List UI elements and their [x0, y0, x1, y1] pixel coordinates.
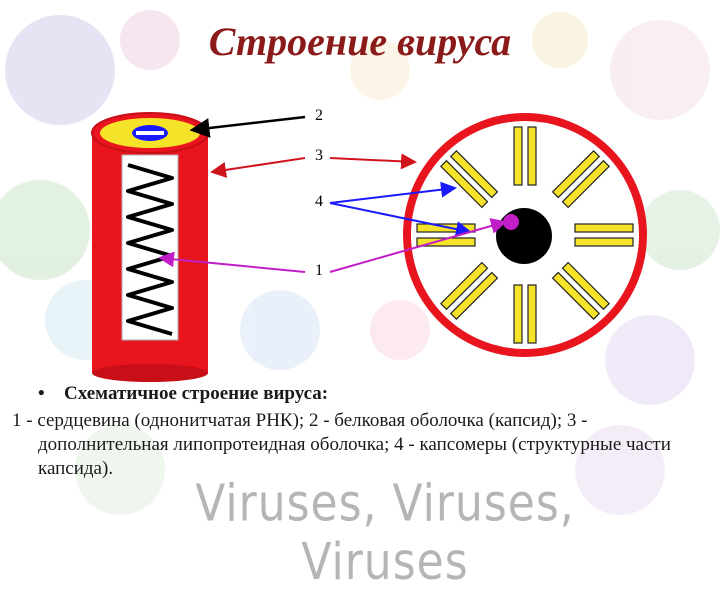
capsomere: [440, 159, 489, 209]
capsomere: [449, 150, 499, 199]
virus-core: [496, 208, 552, 264]
slide-caption: • Схематичное строение вируса: 1 - сердце…: [12, 382, 688, 481]
watermark-text: Viruses, Viruses, Viruses: [195, 474, 575, 592]
caption-heading-text: Схематичное строение вируса:: [64, 383, 329, 404]
virus-structure-diagram: 2 3 4 1: [91, 107, 647, 382]
capsomere: [527, 284, 537, 344]
slide-title: Строение вируса: [208, 19, 512, 64]
label-number-2: 2: [315, 107, 323, 124]
arrow-label-3-right: [329, 153, 417, 170]
caption-bullet: •: [38, 383, 45, 404]
capsomere: [561, 159, 610, 209]
arrow-label-3-left: [210, 157, 306, 178]
capsomere: [449, 271, 499, 320]
background-virus-pattern: [0, 10, 720, 515]
core-highlight: [503, 214, 519, 230]
capsomere: [440, 261, 489, 311]
cylinder-virus-model: [91, 112, 209, 382]
arrow-label-2: [189, 115, 306, 138]
capsomere: [574, 223, 634, 233]
caption-body: 1 - сердцевина (однонитчатая РНК); 2 - б…: [12, 410, 671, 479]
capsomere: [527, 126, 537, 186]
capsomere: [574, 237, 634, 247]
arrow-label-1-left: [158, 251, 306, 273]
arrow-label-4-a: [329, 181, 457, 204]
cylinder-bottom: [92, 364, 208, 382]
capsomere: [561, 261, 610, 311]
arrow-label-4-b: [329, 202, 472, 237]
label-number-3: 3: [315, 147, 323, 164]
capsomere: [551, 271, 601, 320]
capsomere: [513, 284, 523, 344]
caption-heading: • Схематичное строение вируса:: [38, 382, 688, 406]
capsomere: [551, 150, 601, 199]
capsomeres-ring: [416, 126, 634, 344]
virus-cross-section: [403, 113, 647, 357]
arrow-label-1-right: [329, 218, 507, 273]
cylinder-top-core-line: [136, 131, 164, 135]
rna-helix: [126, 163, 174, 336]
label-number-1: 1: [315, 262, 323, 279]
capsomere: [513, 126, 523, 186]
label-number-4: 4: [315, 193, 323, 210]
